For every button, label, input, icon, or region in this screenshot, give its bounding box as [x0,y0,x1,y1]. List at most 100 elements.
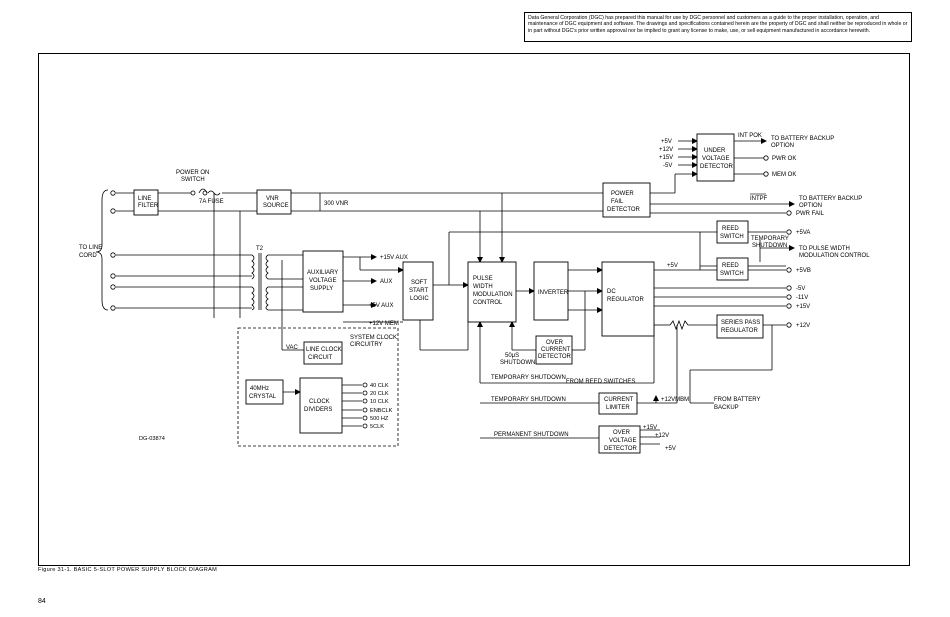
under-voltage-block [696,133,735,182]
label-perm-sd: PERMANENT SHUTDOWN [494,432,569,438]
terminals [110,155,792,429]
label-sysclock-1: SYSTEM CLOCK [350,335,397,341]
line-clock-block [303,341,343,365]
label-reed2-2: SWITCH [720,271,744,277]
label-clk-5: 5CLK [370,424,384,430]
label-aux: AUX [380,279,392,285]
label-aux-2: VOLTAGE [309,278,336,284]
label-vac: VAC [286,345,299,351]
label-batt-2a: TO BATTERY BACKUP [799,196,862,202]
label-pwm-3: MODULATION [473,292,513,298]
label-plus5va: +5VA [796,230,810,236]
label-temp-sd-2: SHUTDOWN [752,243,787,249]
label-ov-1: OVER [613,430,631,436]
label-crystal-2: CRYSTAL [249,394,277,400]
label-50us-1: 50μS [505,353,519,359]
label-from-batt-2: BACKUP [714,405,739,411]
label-batt-1a: TO BATTERY BACKUP [771,136,834,142]
label-tsd-2: TEMPORARY SHUTDOWN [491,397,566,403]
aux-supply-block [302,250,344,313]
label-dividers-2: DIVIDERS [304,407,332,413]
series-pass-block [716,314,764,339]
label-lineclock-1: LINE CLOCK [306,347,342,353]
vnr-source-block [256,189,292,215]
label-ov-in-2: +5V [665,446,676,452]
label-pwm-4: CONTROL [473,300,503,306]
label-ref-code: DG-03874 [139,436,165,442]
label-pf-2: FAIL [611,199,624,205]
label-uv-3: DETECTOR [700,164,734,170]
label-to-pwm-1: TO PULSE WIDTH [799,246,850,252]
label-uv-in-2: +15V [659,155,673,161]
label-mem-ok: MEM OK [772,172,796,178]
label-plus5-aux: +5V AUX [369,303,394,309]
label-minus5v: -5V [796,286,805,292]
label-uv-2: VOLTAGE [702,156,729,162]
inverter-block [533,261,569,321]
label-dividers-1: CLOCK [309,399,330,405]
page-number: 84 [38,598,46,605]
label-intpf: INTPF [750,196,768,202]
diagram-border [38,53,910,566]
label-dc-1: DC [607,289,616,295]
label-line-filter-2: FILTER [138,203,159,209]
label-power-on-1: POWER ON [176,170,209,176]
power-fail-block [602,182,651,218]
label-reed1-1: REED [722,226,739,232]
label-plus15v: +15V [796,304,810,310]
line-filter-block [133,189,159,216]
label-aux-1: AUXILIARY [307,270,338,276]
label-plus15-aux: +15V AUX [380,255,408,261]
label-series-2: REGULATOR [721,328,758,334]
label-pf-3: DETECTOR [607,207,641,213]
label-to-pwm-2: MODULATION CONTROL [799,253,870,259]
label-plus12vmbm: +12VMBM [661,397,689,403]
label-batt-2b: OPTION [799,203,822,209]
label-minus11v: -11V [796,295,808,301]
label-soft-3: LOGIC [410,296,429,302]
over-current-block [535,335,573,365]
clock-dividers-block [299,377,343,434]
label-clk-1: 20 CLK [370,391,389,397]
label-cl-1: CURRENT [604,397,634,403]
label-ov-in-1: +12V [655,433,669,439]
label-batt-1b: OPTION [771,143,794,149]
label-plus12v: +12V [796,323,810,329]
label-clk-2: 10 CLK [370,399,389,405]
label-t2: T2 [256,246,264,252]
label-vnr-1: VNR [266,196,279,202]
label-uv-in-0: +5V [661,139,672,145]
label-pwr-fail: PWR FAIL [796,211,825,217]
blocks [133,133,764,454]
label-pwr-ok: PWR OK [772,156,796,162]
label-oc-1: OVER [546,340,564,346]
label-ov-3: DETECTOR [604,446,638,452]
label-from-batt-1: FROM BATTERY [714,397,760,403]
label-clk-4: 500 HZ [370,416,389,422]
label-clk-3: ENBCLK [370,408,393,414]
label-dc-2: REGULATOR [607,297,644,303]
label-pf-1: POWER [611,191,634,197]
dc-regulator-block [601,261,655,337]
reed-switch-1-block [716,220,749,244]
over-voltage-block [598,425,641,454]
label-uv-in-3: -5V [663,163,672,169]
label-tsd-reed-1: TEMPORARY SHUTDOWN [491,375,566,381]
label-soft-1: SOFT [411,280,427,286]
label-pwm-2: WIDTH [473,284,493,290]
label-plus12-mem: +12V MEM [369,321,399,327]
label-sysclock-2: CIRCUITRY [350,342,383,348]
label-50us-2: SHUTDOWN [500,360,535,366]
label-reed1-2: SWITCH [720,234,744,240]
label-vnr-2: SOURCE [263,203,289,209]
label-pwm-1: PULSE [473,276,493,282]
label-ov-2: VOLTAGE [609,438,636,444]
label-uv-in-1: +12V [659,147,673,153]
label-clk-0: 40 CLK [370,383,389,389]
label-plus5v: +5V [667,263,678,269]
soft-start-block [402,261,434,321]
label-lineclock-2: CIRCUIT [308,355,333,361]
label-uv-1: UNDER [704,148,726,154]
label-plus5vb: +5VB [796,268,811,274]
